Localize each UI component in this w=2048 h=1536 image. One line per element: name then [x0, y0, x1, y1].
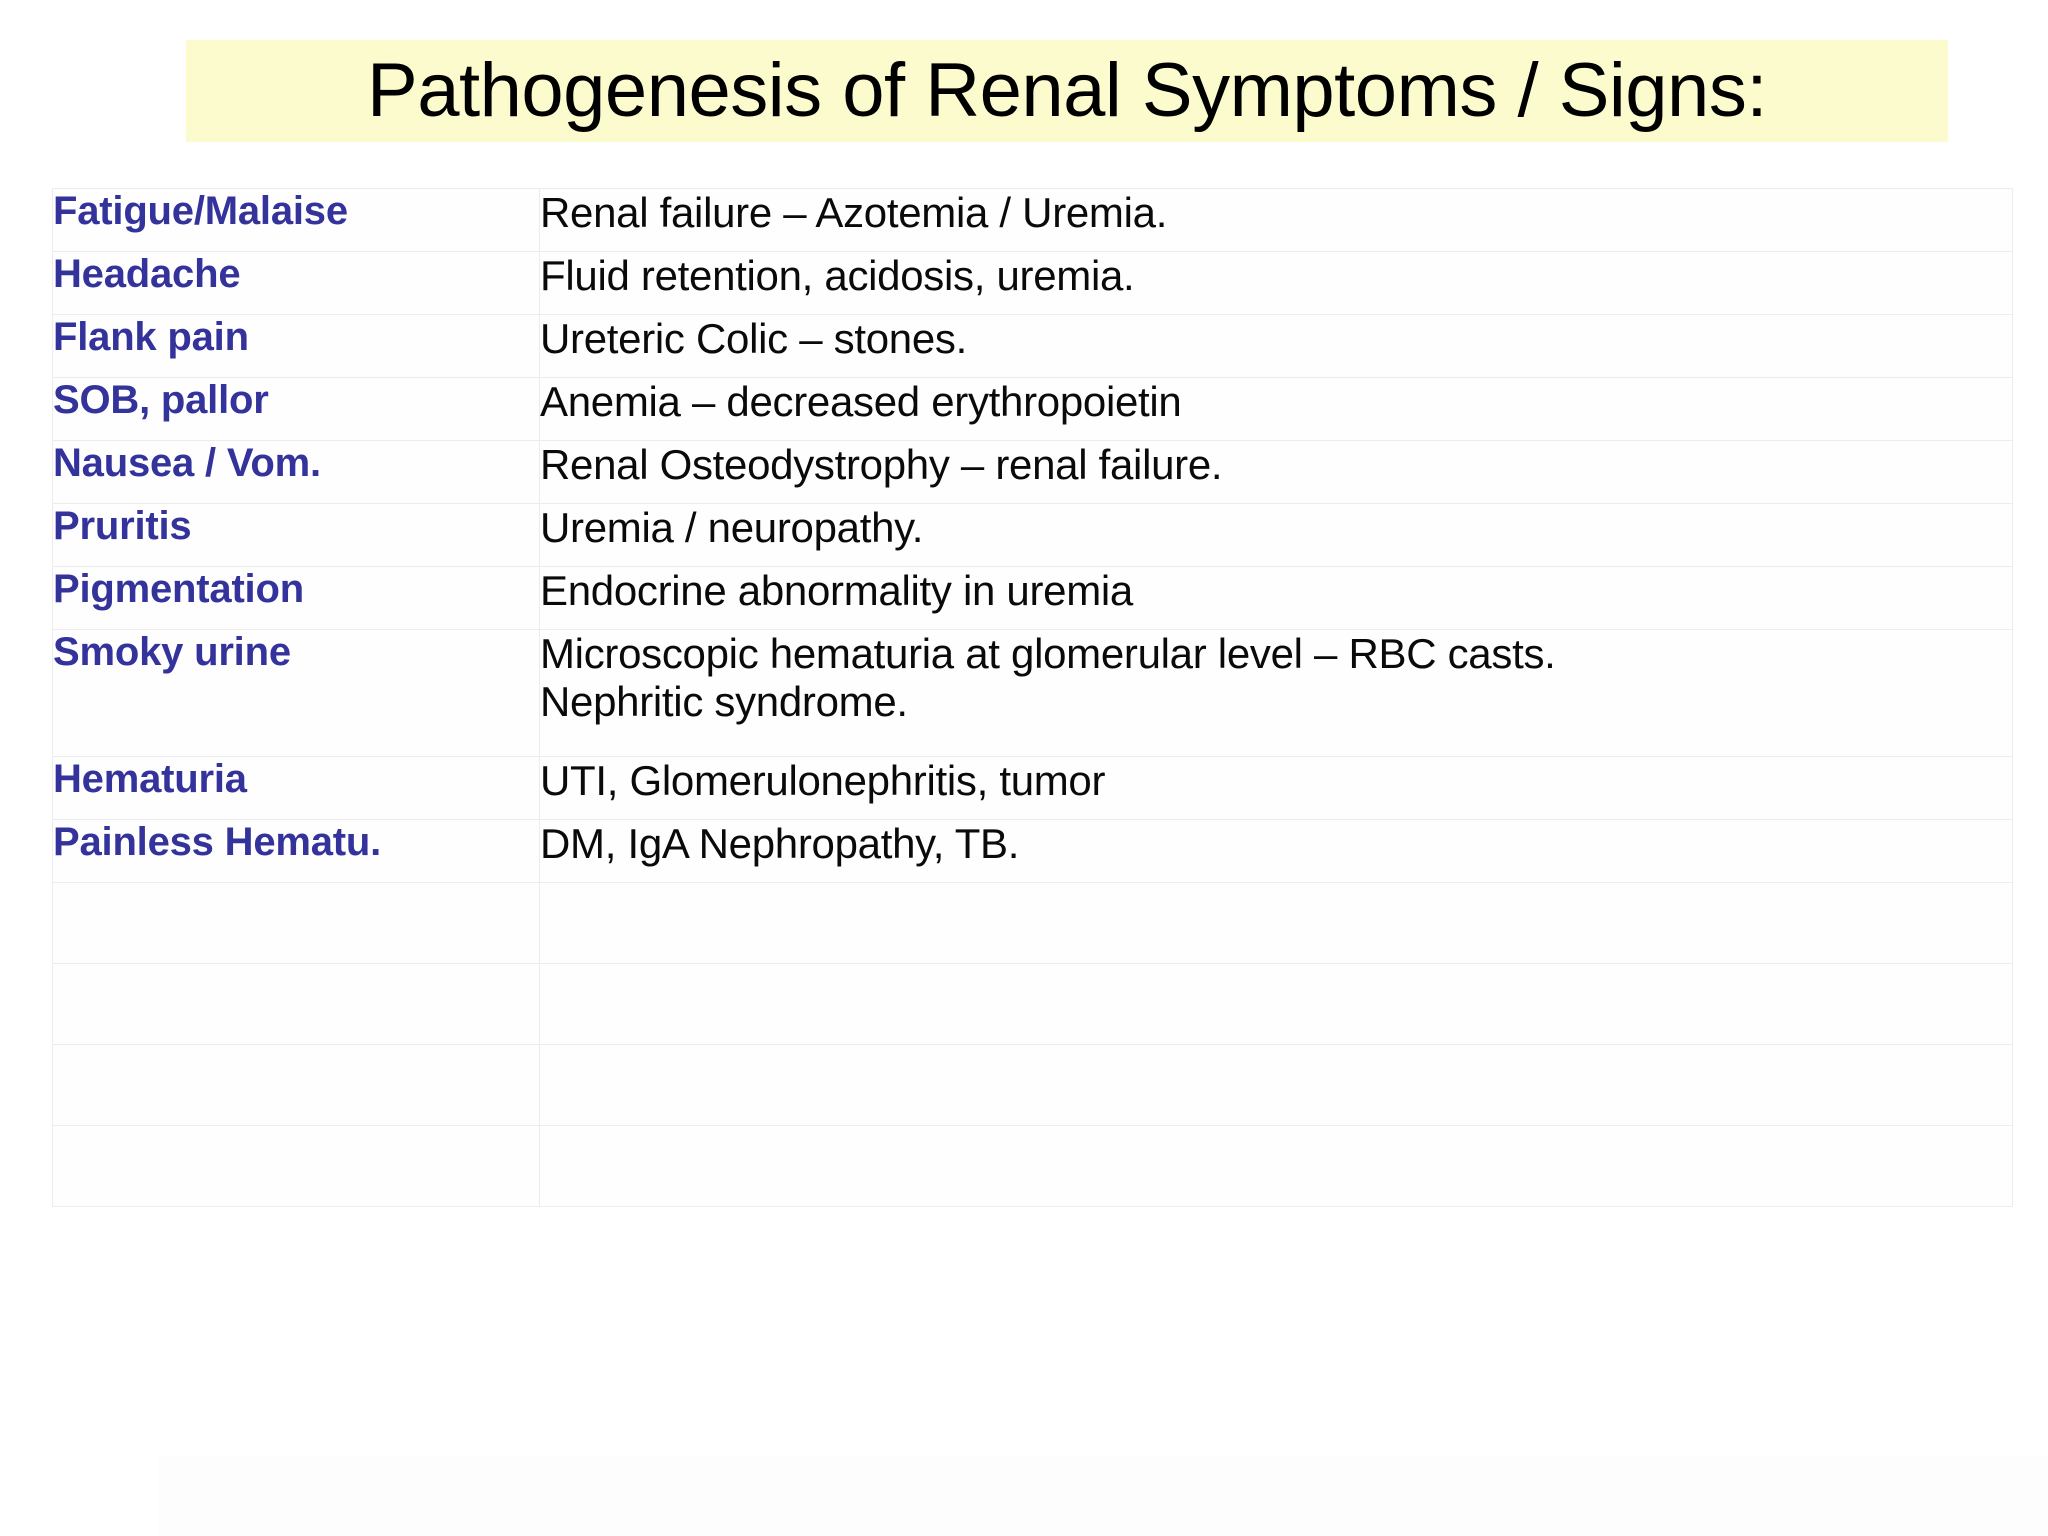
cause-cell	[539, 1125, 2013, 1207]
symptom-cell	[52, 1125, 540, 1207]
cause-cell: Uremia / neuropathy.	[539, 503, 2013, 567]
cause-cell	[539, 1044, 2013, 1126]
table-row	[52, 1044, 2013, 1126]
cause-line-1: Ureteric Colic – stones.	[540, 315, 967, 362]
table-row	[52, 963, 2013, 1045]
cause-cell: Anemia – decreased erythropoietin	[539, 377, 2013, 441]
cause-line-1: Fluid retention, acidosis, uremia.	[540, 252, 1135, 299]
cause-cell: UTI, Glomerulonephritis, tumor	[539, 756, 2013, 820]
cause-cell: Fluid retention, acidosis, uremia.	[539, 251, 2013, 315]
cause-line-1: Renal failure – Azotemia / Uremia.	[540, 189, 1168, 236]
cause-cell: DM, IgA Nephropathy, TB.	[539, 819, 2013, 883]
symptom-cell: Painless Hematu.	[52, 819, 540, 883]
cause-line-1: DM, IgA Nephropathy, TB.	[540, 820, 1020, 867]
below-table-panel	[158, 1456, 2048, 1536]
cause-line-1: Microscopic hematuria at glomerular leve…	[540, 630, 1556, 677]
symptom-cell: Fatigue/Malaise	[52, 188, 540, 252]
cause-line-1: Renal Osteodystrophy – renal failure.	[540, 441, 1223, 488]
table-row	[52, 1125, 2013, 1207]
cause-cell: Ureteric Colic – stones.	[539, 314, 2013, 378]
cause-line-1: Anemia – decreased erythropoietin	[540, 378, 1182, 425]
symptom-cell	[52, 882, 540, 964]
table-row: Nausea / Vom.Renal Osteodystrophy – rena…	[52, 440, 2013, 504]
table-row: Painless Hematu.DM, IgA Nephropathy, TB.	[52, 819, 2013, 883]
cause-line-1: Uremia / neuropathy.	[540, 504, 924, 551]
symptom-cell: Nausea / Vom.	[52, 440, 540, 504]
symptom-cell: Pruritis	[52, 503, 540, 567]
cause-cell: Endocrine abnormality in uremia	[539, 566, 2013, 630]
table-row	[52, 882, 2013, 964]
page-title: Pathogenesis of Renal Symptoms / Signs:	[367, 48, 1767, 133]
cause-line-1: Endocrine abnormality in uremia	[540, 567, 1133, 614]
symptom-cell: Pigmentation	[52, 566, 540, 630]
cause-cell	[539, 963, 2013, 1045]
cause-cell: Microscopic hematuria at glomerular leve…	[539, 629, 2013, 757]
symptom-cell	[52, 963, 540, 1045]
symptom-cell: Flank pain	[52, 314, 540, 378]
title-banner: Pathogenesis of Renal Symptoms / Signs:	[186, 40, 1948, 142]
cause-line-1: UTI, Glomerulonephritis, tumor	[540, 757, 1106, 804]
symptom-cell: Smoky urine	[52, 629, 540, 757]
cause-cell: Renal failure – Azotemia / Uremia.	[539, 188, 2013, 252]
symptom-cell	[52, 1044, 540, 1126]
symptom-cell: Headache	[52, 251, 540, 315]
cause-cell: Renal Osteodystrophy – renal failure.	[539, 440, 2013, 504]
symptom-cell: Hematuria	[52, 756, 540, 820]
cause-cell	[539, 882, 2013, 964]
cause-line-2: Nephritic syndrome.	[540, 678, 908, 726]
symptom-cell: SOB, pallor	[52, 377, 540, 441]
